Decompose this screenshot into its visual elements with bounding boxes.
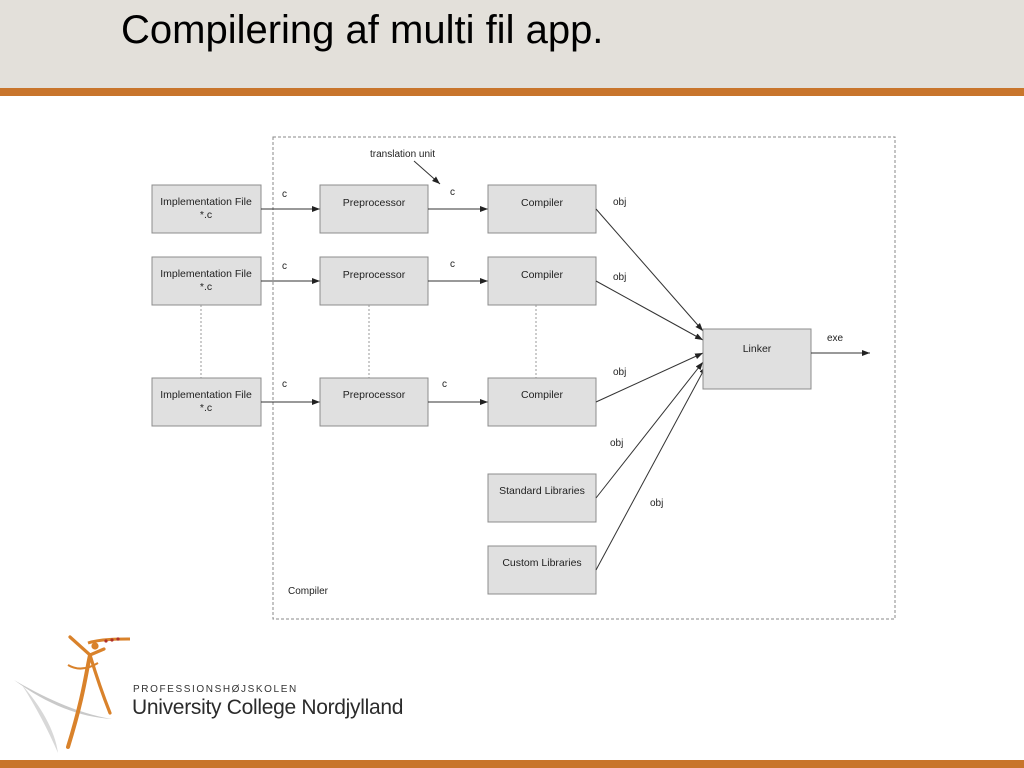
edge-label-c: c — [442, 379, 447, 390]
compiler-label: Compiler — [521, 389, 564, 401]
edge-compiler-to-linker — [595, 352, 704, 403]
implementation-file-label: Implementation File — [160, 196, 252, 208]
edge-label-c: c — [450, 259, 455, 270]
translation-unit-label: translation unit — [370, 149, 435, 160]
compiler-frame-label: Compiler — [288, 586, 329, 597]
footer-accent-bar — [0, 760, 1024, 768]
implementation-file-ext: *.c — [200, 209, 212, 221]
compiler-box — [487, 377, 597, 427]
logo-subtitle: PROFESSIONSHØJSKOLEN — [133, 684, 298, 695]
edge-compiler-to-linker — [595, 280, 704, 341]
compiler-frame — [272, 136, 896, 620]
edge-label-obj: obj — [610, 438, 623, 449]
linker-label: Linker — [743, 343, 772, 355]
custom-libraries-box — [487, 545, 597, 595]
logo-name: University College Nordjylland — [132, 696, 404, 719]
edge-label-obj: obj — [613, 197, 626, 208]
standard-libraries-box — [487, 473, 597, 523]
edge-label-obj: obj — [613, 272, 626, 283]
custom-libraries-label: Custom Libraries — [502, 557, 581, 569]
preprocessor-label: Preprocessor — [343, 389, 406, 401]
compiler-label: Compiler — [521, 269, 564, 281]
implementation-file-box — [151, 377, 262, 427]
edge-customlib-to-linker — [595, 365, 707, 571]
edge-compiler-to-linker — [595, 208, 704, 332]
implementation-file-label: Implementation File — [160, 268, 252, 280]
compiler-box — [487, 256, 597, 306]
preprocessor-box — [319, 184, 429, 234]
edge-label-obj: obj — [613, 367, 626, 378]
preprocessor-box — [319, 256, 429, 306]
slide-header: Compilering af multi fil app. — [0, 0, 1024, 96]
preprocessor-label: Preprocessor — [343, 197, 406, 209]
implementation-file-ext: *.c — [200, 281, 212, 293]
edge-label-c: c — [282, 189, 287, 200]
edge-label-c: c — [282, 379, 287, 390]
implementation-file-ext: *.c — [200, 402, 212, 414]
compiler-label: Compiler — [521, 197, 564, 209]
college-logo-icon — [14, 635, 130, 753]
preprocessor-label: Preprocessor — [343, 269, 406, 281]
implementation-file-label: Implementation File — [160, 389, 252, 401]
edge-label-c: c — [282, 261, 287, 272]
standard-libraries-label: Standard Libraries — [499, 485, 585, 497]
edge-label-c: c — [450, 187, 455, 198]
preprocessor-box — [319, 377, 429, 427]
slide-title: Compilering af multi fil app. — [121, 8, 604, 52]
compiler-box — [487, 184, 597, 234]
edge-label-obj: obj — [650, 498, 663, 509]
edge-stdlib-to-linker — [595, 361, 704, 499]
translation-unit-pointer — [413, 160, 441, 185]
linker-box — [702, 328, 812, 390]
edge-label-exe: exe — [827, 333, 844, 344]
